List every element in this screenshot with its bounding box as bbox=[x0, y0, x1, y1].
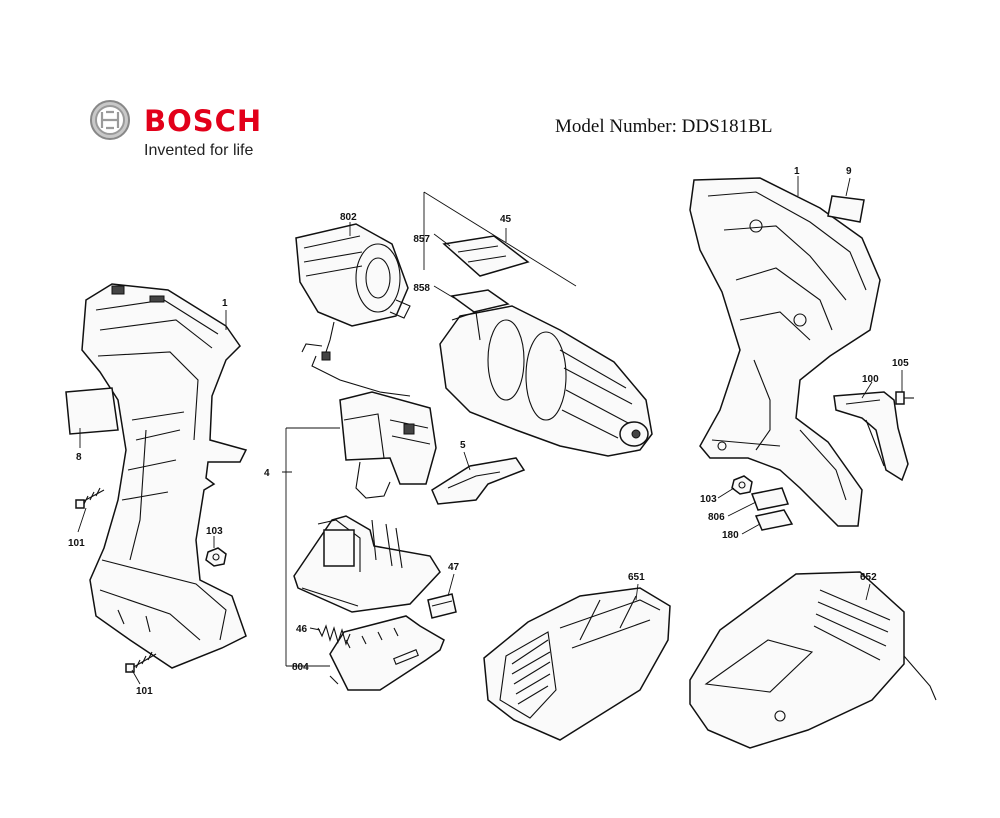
callout-101-bottom: 101 bbox=[136, 686, 153, 697]
callout-103-left: 103 bbox=[206, 526, 223, 537]
bosch-armature-emblem-icon bbox=[90, 100, 130, 140]
callout-103-right: 103 bbox=[700, 494, 717, 505]
callout-1-right: 1 bbox=[794, 166, 800, 177]
callout-4: 4 bbox=[264, 468, 270, 479]
spring-46 bbox=[317, 624, 351, 646]
callout-105: 105 bbox=[892, 358, 909, 369]
callout-651: 651 bbox=[628, 572, 645, 583]
callout-labels: 1 8 101 101 103 802 4 857 858 45 5 47 46… bbox=[68, 166, 909, 697]
brand-name: BOSCH bbox=[144, 104, 263, 138]
gearbox-chuck-45 bbox=[439, 305, 653, 457]
callout-1-left: 1 bbox=[222, 298, 228, 309]
label-180 bbox=[754, 509, 794, 531]
electronic-module-804 bbox=[329, 615, 445, 691]
callout-857: 857 bbox=[413, 234, 430, 245]
battery-pack-651 bbox=[483, 587, 671, 741]
right-housing-half bbox=[689, 177, 881, 527]
model-number: Model Number: DDS181BL bbox=[555, 116, 773, 137]
callout-100: 100 bbox=[862, 374, 879, 385]
motor-802 bbox=[295, 223, 411, 397]
pad-47 bbox=[427, 593, 457, 619]
switch-4 bbox=[339, 391, 437, 499]
nut-103-left bbox=[205, 547, 227, 567]
bosch-logo: BOSCH Invented for life bbox=[88, 98, 288, 168]
screw-101-bottom bbox=[125, 651, 157, 673]
plate-858 bbox=[450, 289, 510, 313]
brand-tagline: Invented for life bbox=[144, 142, 254, 159]
label-9 bbox=[827, 195, 865, 223]
screw-101-top bbox=[75, 487, 105, 509]
callout-101-top: 101 bbox=[68, 538, 85, 549]
charger-652 bbox=[689, 571, 937, 749]
callout-45: 45 bbox=[500, 214, 512, 225]
pad-806 bbox=[750, 487, 790, 511]
callout-9: 9 bbox=[846, 166, 852, 177]
gear-plate-857 bbox=[442, 235, 530, 277]
leader-lines bbox=[77, 176, 903, 685]
callout-806: 806 bbox=[708, 512, 725, 523]
control-module-board bbox=[293, 515, 441, 613]
callout-858: 858 bbox=[413, 283, 430, 294]
belt-clip-100 bbox=[833, 391, 909, 482]
screw-105 bbox=[895, 391, 914, 405]
callout-804: 804 bbox=[292, 662, 309, 673]
callout-5: 5 bbox=[460, 440, 466, 451]
callout-180: 180 bbox=[722, 530, 739, 541]
callout-8: 8 bbox=[76, 452, 82, 463]
label-plate-8 bbox=[65, 387, 119, 435]
callout-46: 46 bbox=[296, 624, 308, 635]
left-housing-half bbox=[81, 283, 248, 669]
callout-652: 652 bbox=[860, 572, 877, 583]
callout-47: 47 bbox=[448, 562, 460, 573]
bracket-5 bbox=[431, 457, 526, 505]
nut-103-right bbox=[731, 475, 753, 495]
callout-802: 802 bbox=[340, 212, 357, 223]
